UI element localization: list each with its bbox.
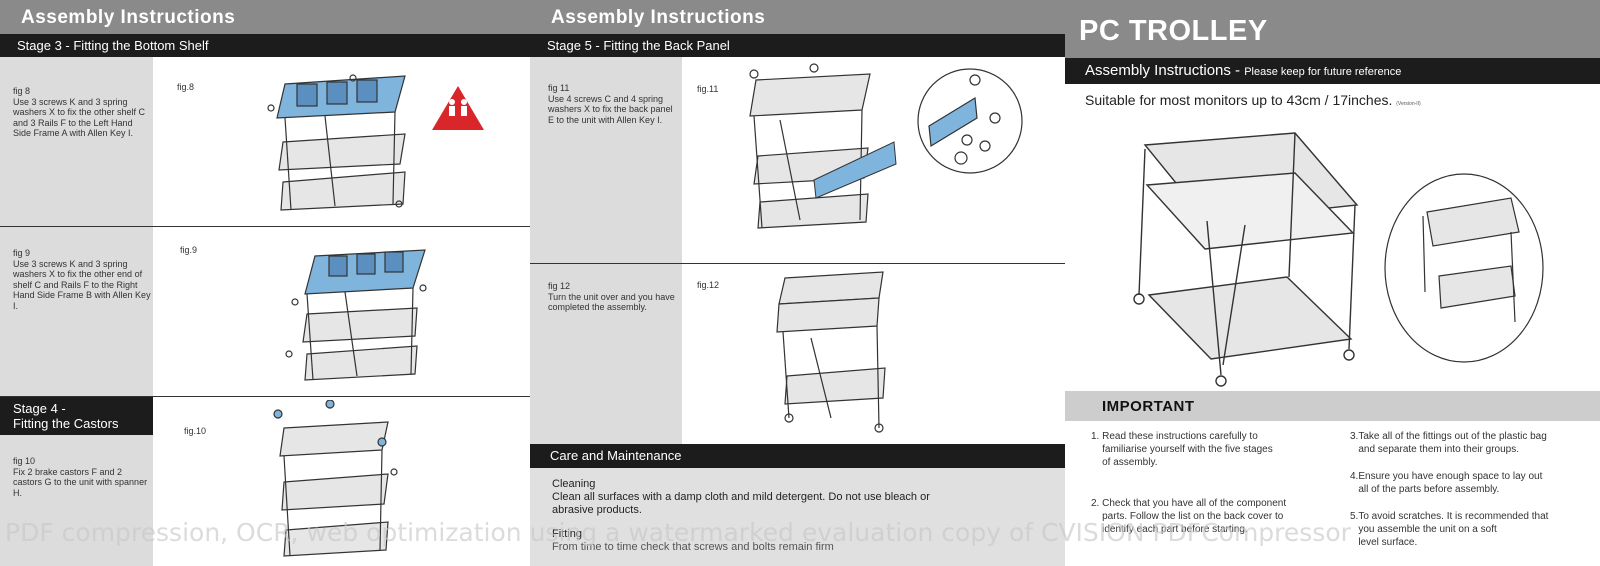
suitability-note: Suitable for most monitors up to 43cm / … [1085,92,1421,108]
fig8-instructions: fig 8 Use 3 screws K and 3 spring washer… [13,86,146,138]
stage-4-header: Stage 4 - Fitting the Castors [0,397,153,435]
instruction-item-2: 2. Check that you have all of the compon… [1091,498,1287,535]
panel-cover: PC TROLLEY Assembly Instructions - Pleas… [1065,0,1600,566]
instruction-item-5: 5.To avoid scratches. It is recommended … [1350,511,1549,548]
fig10-instructions: fig 10 Fix 2 brake castors F and 2 casto… [13,456,148,498]
fig12-instructions: fig 12 Turn the unit over and you have c… [548,281,675,312]
page-title: Assembly Instructions [0,0,530,34]
section-divider [530,263,1065,264]
cover-subheader: Assembly Instructions - Please keep for … [1065,58,1600,84]
cleaning-heading: Cleaning [552,478,596,490]
fig10-label: fig.10 [184,426,207,436]
instruction-item-3: 3.Take all of the fittings out of the pl… [1350,431,1547,455]
instruction-item-4: 4.Ensure you have enough space to lay ou… [1350,471,1543,495]
fitting-heading: Fitting [552,528,582,540]
fig9-instructions: fig 9 Use 3 screws K and 3 spring washer… [13,248,151,311]
instruction-item-1: 1. Read these instructions carefully to … [1091,431,1273,468]
fitting-text: From time to time check that screws and … [552,541,834,553]
fig8-label: fig.8 [177,82,195,92]
fig8-diagram [265,72,425,217]
important-header: IMPORTANT [1065,391,1600,421]
fig9-label: fig.9 [180,245,198,255]
section-divider [0,396,530,397]
stage-5-header: Stage 5 - Fitting the Back Panel [530,34,1065,57]
text-column-lower [0,435,153,566]
panel-assembly-stage-5: Assembly Instructions Stage 5 - Fitting … [530,0,1065,566]
fig12-diagram [765,268,905,440]
version-label: (Version-II) [1396,101,1421,107]
fig12-label: fig.12 [697,280,720,290]
care-header: Care and Maintenance [530,444,1065,468]
text-column [0,57,153,397]
exploded-view-circle [1383,172,1545,364]
trolley-illustration [1125,125,1360,390]
product-title: PC TROLLEY [1065,0,1600,58]
back-panel-diagram [810,140,900,200]
suitability-text: Suitable for most monitors up to 43cm / … [1085,92,1393,108]
cleaning-text: Clean all surfaces with a damp cloth and… [552,491,930,516]
fig9-diagram [285,236,435,386]
page-title: Assembly Instructions [530,0,1065,34]
cover-subheader-note: Please keep for future reference [1244,66,1402,78]
cover-subheader-main: Assembly Instructions - [1085,62,1245,79]
section-divider [0,226,530,227]
two-person-lift-warning-icon [430,84,486,132]
stage-4-line-2: Fitting the Castors [13,416,119,431]
care-section: Cleaning Clean all surfaces with a damp … [530,468,1065,566]
panel-assembly-stage-3-4: Assembly Instructions Stage 3 - Fitting … [0,0,530,566]
stage-3-header: Stage 3 - Fitting the Bottom Shelf [0,34,530,57]
fig11-label: fig.11 [697,84,719,94]
fig10-diagram [270,400,420,566]
stage-4-line-1: Stage 4 - [13,401,66,416]
fig11-instructions: fig 11 Use 4 screws C and 4 spring washe… [548,83,673,125]
detail-inset-circle [915,66,1025,176]
text-column [530,57,682,444]
